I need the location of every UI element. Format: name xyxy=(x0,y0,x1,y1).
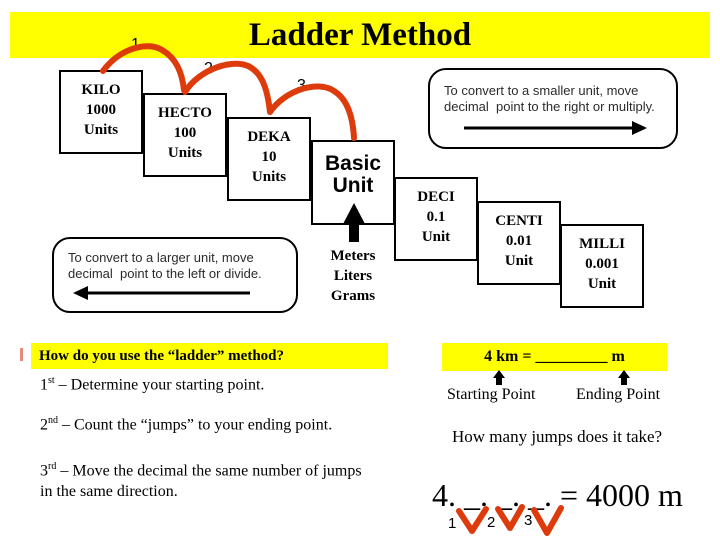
jump-number-3: 3 xyxy=(297,77,306,94)
callout-text: decimal point to the right or multiply. xyxy=(444,99,655,114)
ladder-box-hecto: HECTO 100 Units xyxy=(143,93,227,177)
callout-text: To convert to a larger unit, move xyxy=(68,250,254,265)
box-value: 10 xyxy=(261,149,277,165)
box-label: CENTI xyxy=(495,213,543,229)
box-value: 100 xyxy=(173,125,197,141)
example-equation: 4 km = _________ m xyxy=(484,348,625,365)
ladder-box-deka: DEKA 10 Units xyxy=(227,117,311,201)
step-text: – Determine your starting point. xyxy=(54,376,265,394)
ending-point-arrow-icon xyxy=(618,370,630,385)
box-label: Unit xyxy=(332,174,374,197)
step-ordinal: nd xyxy=(48,415,58,426)
ending-point-label: Ending Point xyxy=(576,386,661,403)
step-2: 2nd – Count the “jumps” to your ending p… xyxy=(40,415,332,434)
base-units-list: Meters Liters Grams xyxy=(305,246,401,306)
callout-smaller-unit: To convert to a smaller unit, move decim… xyxy=(428,68,678,149)
answer-jump-number-1: 1 xyxy=(448,515,457,532)
box-value: 0.1 xyxy=(426,209,446,225)
box-value: 1000 xyxy=(86,102,116,118)
step-3: 3rd – Move the decimal the same number o… xyxy=(40,456,372,502)
callout-text: decimal point to the left or divide. xyxy=(68,266,262,281)
box-value: 0.01 xyxy=(505,233,533,249)
box-label: Basic xyxy=(324,152,382,175)
step-ordinal: rd xyxy=(48,461,57,472)
step-ordinal: st xyxy=(48,375,55,386)
title-banner: Ladder Method xyxy=(10,12,710,58)
answer-jump-number-2: 2 xyxy=(487,514,496,531)
how-to-heading-highlight: How do you use the “ladder” method? xyxy=(31,343,388,369)
step-number: 2 xyxy=(40,416,48,434)
box-label: DECI xyxy=(417,189,455,205)
ladder-box-kilo: KILO 1000 Units xyxy=(59,70,143,154)
base-unit-meters: Meters xyxy=(330,248,376,264)
box-unit: Units xyxy=(251,169,287,185)
box-unit: Unit xyxy=(421,229,451,245)
ladder-box-basic-unit: Basic Unit xyxy=(311,140,395,225)
box-unit: Units xyxy=(167,145,203,161)
answer-jump-number-3: 3 xyxy=(524,512,533,529)
starting-point-arrow-icon xyxy=(493,370,505,385)
box-unit: Unit xyxy=(504,253,534,269)
example-equation-highlight: 4 km = _________ m xyxy=(442,343,667,371)
box-value: 0.001 xyxy=(585,256,619,272)
step-text: – Count the “jumps” to your ending point… xyxy=(58,416,333,434)
step-1: 1st – Determine your starting point. xyxy=(40,375,264,394)
edge-red-sliver xyxy=(20,348,23,361)
ladder-box-deci: DECI 0.1 Unit xyxy=(394,177,478,261)
callout-larger-unit: To convert to a larger unit, move decima… xyxy=(52,237,298,313)
answer-equation: 4. _. _. _. = 4000 m xyxy=(432,477,683,513)
page-title: Ladder Method xyxy=(248,17,472,53)
step-number: 3 xyxy=(40,462,48,480)
jump-number-1: 1 xyxy=(131,36,140,53)
box-label: MILLI xyxy=(579,236,625,252)
starting-point-label: Starting Point xyxy=(447,386,536,403)
callout-text: To convert to a smaller unit, move xyxy=(444,83,639,98)
ladder-box-centi: CENTI 0.01 Unit xyxy=(477,201,561,285)
how-to-heading: How do you use the “ladder” method? xyxy=(39,348,285,364)
box-label: KILO xyxy=(81,82,121,98)
base-unit-grams: Grams xyxy=(330,288,376,304)
step-number: 1 xyxy=(40,376,48,394)
box-unit: Unit xyxy=(587,276,617,292)
box-unit: Units xyxy=(83,122,119,138)
ladder-box-milli: MILLI 0.001 Unit xyxy=(560,224,644,308)
box-label: HECTO xyxy=(158,105,212,121)
jumps-question: How many jumps does it take? xyxy=(452,427,663,446)
jump-number-2: 2 xyxy=(204,60,213,77)
step-text: – Move the decimal the same number of ju… xyxy=(40,462,362,501)
base-unit-liters: Liters xyxy=(333,268,373,284)
box-label: DEKA xyxy=(247,129,291,145)
